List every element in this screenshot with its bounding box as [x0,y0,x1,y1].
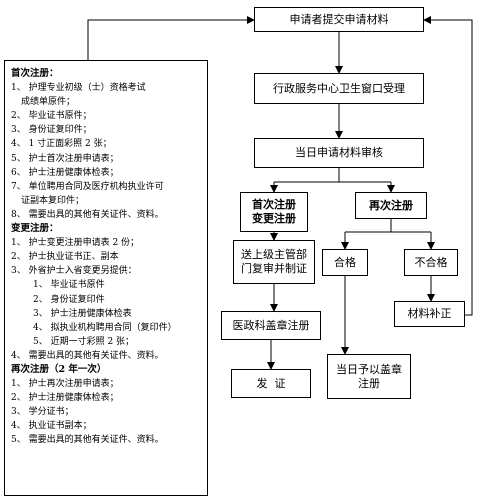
requirement-item: 8、 需要出具的其他有关证件、资料。 [11,209,164,220]
same-day-review-box: 当日申请材料审核 [254,138,424,168]
requirement-item: 5、 近期一寸彩照 2 张； [33,336,135,347]
submit-application-box: 申请者提交申请材料 [254,7,424,32]
requirement-item: 证副本复印件； [21,195,85,206]
requirement-item: 4、 拟执业机构聘用合同（复印件） [33,322,177,333]
send-up-review-box: 送上级主管部 门复审并制证 [233,240,315,284]
issue-certificate-box: 发 证 [231,369,311,398]
material-supplement-box: 材料补正 [394,301,465,327]
requirement-item: 5、 需要出具的其他有关证件、资料。 [11,435,164,446]
requirement-item: 4、 需要出具的其他有关证件、资料。 [11,350,164,361]
qualified-box: 合格 [322,249,368,276]
arrow-requirements-to-submit [87,16,255,60]
requirements-box: 首次注册： 1、 护理专业初级（士）资格考试成绩单原件； 2、 毕业证书原件； 3、 … [4,60,208,496]
requirement-section-title: 变更注册： [11,223,59,235]
medical-admin-stamp-box: 医政科盖章注册 [221,311,321,340]
requirement-item: 2、 身份证复印件 [33,294,105,305]
first-change-registration-box: 首次注册 变更注册 [240,192,308,232]
requirement-item: 3、 外省护士入省变更另提供： [11,266,137,277]
requirement-item: 2、 护士注册健康体检表； [11,393,119,404]
requirement-item: 3、 身份证复印件； [11,125,92,136]
requirement-item: 1、 护士再次注册申请表； [11,379,119,390]
renew-registration-box: 再次注册 [355,192,427,219]
requirement-item: 成绩单原件； [21,97,76,108]
requirement-section-title: 首次注册： [11,68,59,79]
requirement-item: 7、 单位聘用合同及医疗机构执业许可 [11,181,164,192]
requirement-item: 5、 护士首次注册申请表； [11,153,119,164]
requirement-item: 1、 护士变更注册申请表 2 份； [11,238,140,249]
requirement-item: 2、 毕业证书原件； [11,111,92,122]
requirement-item: 3、 护士注册健康体检表 [33,308,132,319]
unqualified-box: 不合格 [404,249,458,276]
requirement-item: 1、 护理专业初级（士）资格考试 [11,83,146,94]
requirement-item: 2、 护士执业证书正、副本 [11,252,119,263]
requirement-item: 1、 毕业证书原件 [33,280,105,291]
requirement-section-title: 再次注册（2 年一次） [11,363,107,375]
requirement-item: 4、 执业证书副本； [11,421,92,432]
requirement-item: 3、 学分证书； [11,407,74,418]
requirement-item: 4、 1 寸正面彩照 2 张； [11,139,112,150]
arrow-supplement-to-submit [423,16,473,316]
same-day-stamp-box: 当日予以盖章 注册 [327,354,411,399]
window-accept-box: 行政服务中心卫生窗口受理 [254,73,424,104]
requirement-item: 6、 护士注册健康体检表； [11,167,119,178]
